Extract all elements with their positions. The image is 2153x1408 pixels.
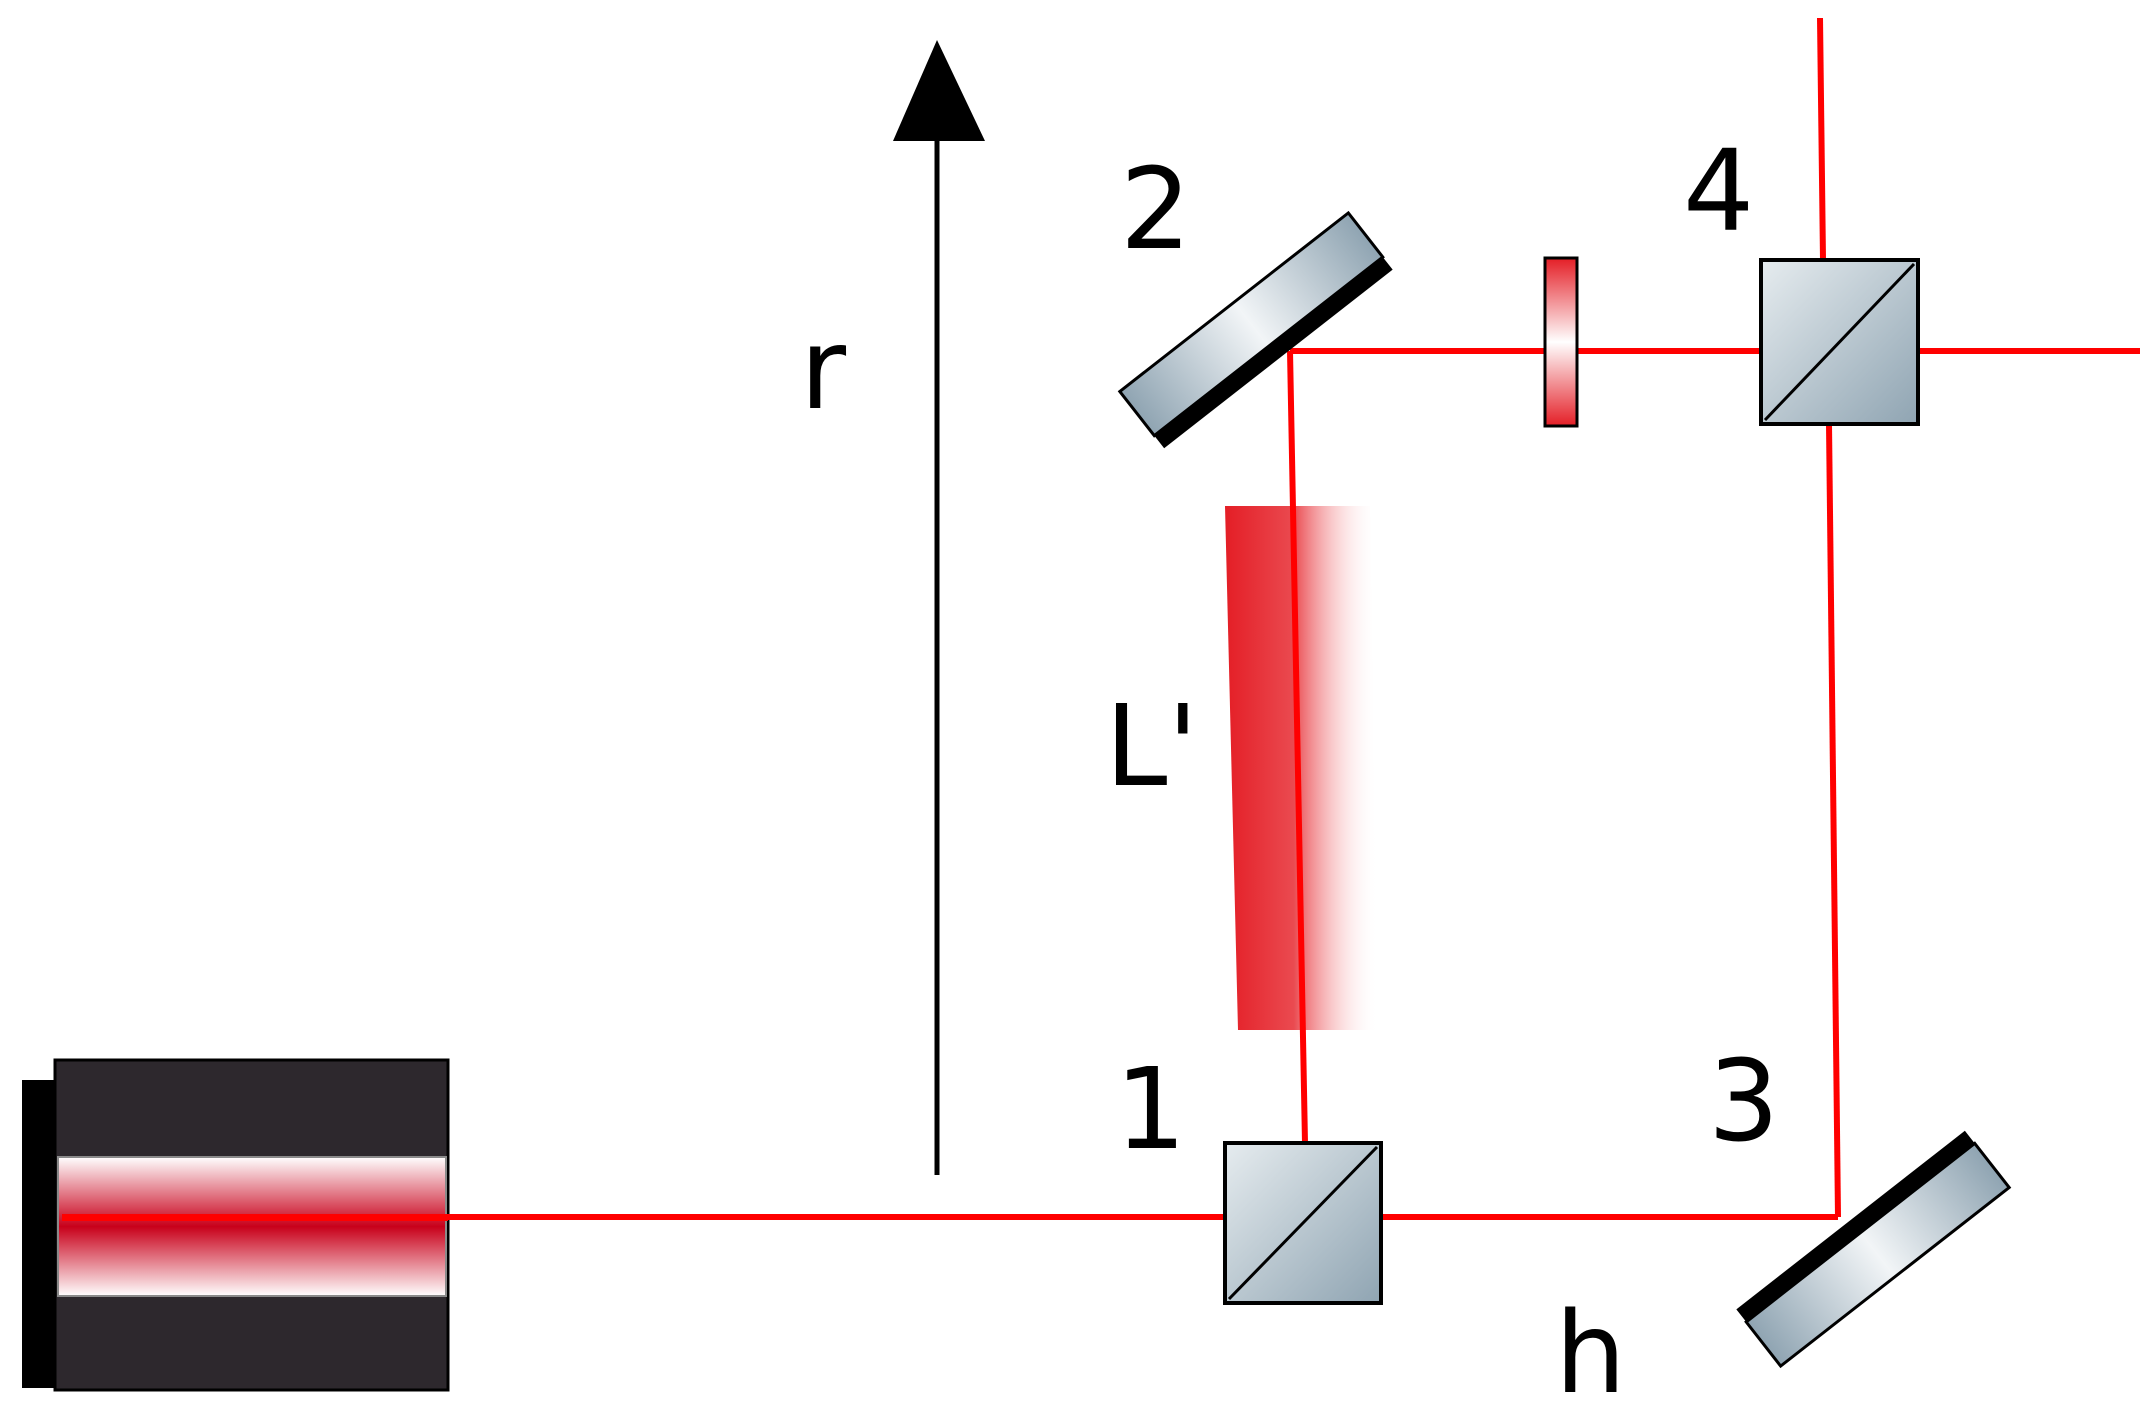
r-axis-arrow — [893, 40, 985, 1175]
laser-beam — [62, 17, 2140, 1220]
mirror-2-coating — [1154, 257, 1393, 449]
mirror-3-coating — [1736, 1130, 1975, 1322]
label-2: 2 — [1120, 145, 1191, 275]
label-3: 3 — [1708, 1037, 1779, 1167]
mirror-3-body — [1744, 1141, 2012, 1369]
laser-source — [22, 1058, 450, 1392]
mirror-3 — [1736, 1130, 2012, 1369]
mirror-2 — [1117, 210, 1393, 449]
label-l-prime: L' — [1105, 682, 1198, 812]
wave-plate — [1543, 256, 1579, 428]
beam-splitter-1-diagonal — [1227, 1145, 1379, 1301]
laser-cavity — [57, 1156, 447, 1297]
r-axis-arrowhead — [893, 40, 985, 141]
label-h: h — [1555, 1289, 1626, 1408]
beam-splitter-4 — [1759, 258, 1920, 426]
beam-splitter-1 — [1223, 1141, 1383, 1305]
beam-3-to-4 — [1826, 423, 1841, 1218]
label-1: 1 — [1115, 1045, 1186, 1175]
beam-1-to-2 — [1287, 350, 1308, 1144]
sample-region — [1225, 506, 1378, 1030]
beam-splitter-4-diagonal — [1763, 262, 1916, 422]
beam-4-output-up — [1817, 17, 1826, 261]
label-r: r — [800, 305, 847, 435]
laser-beam-core — [62, 1214, 448, 1221]
label-4: 4 — [1683, 127, 1754, 257]
